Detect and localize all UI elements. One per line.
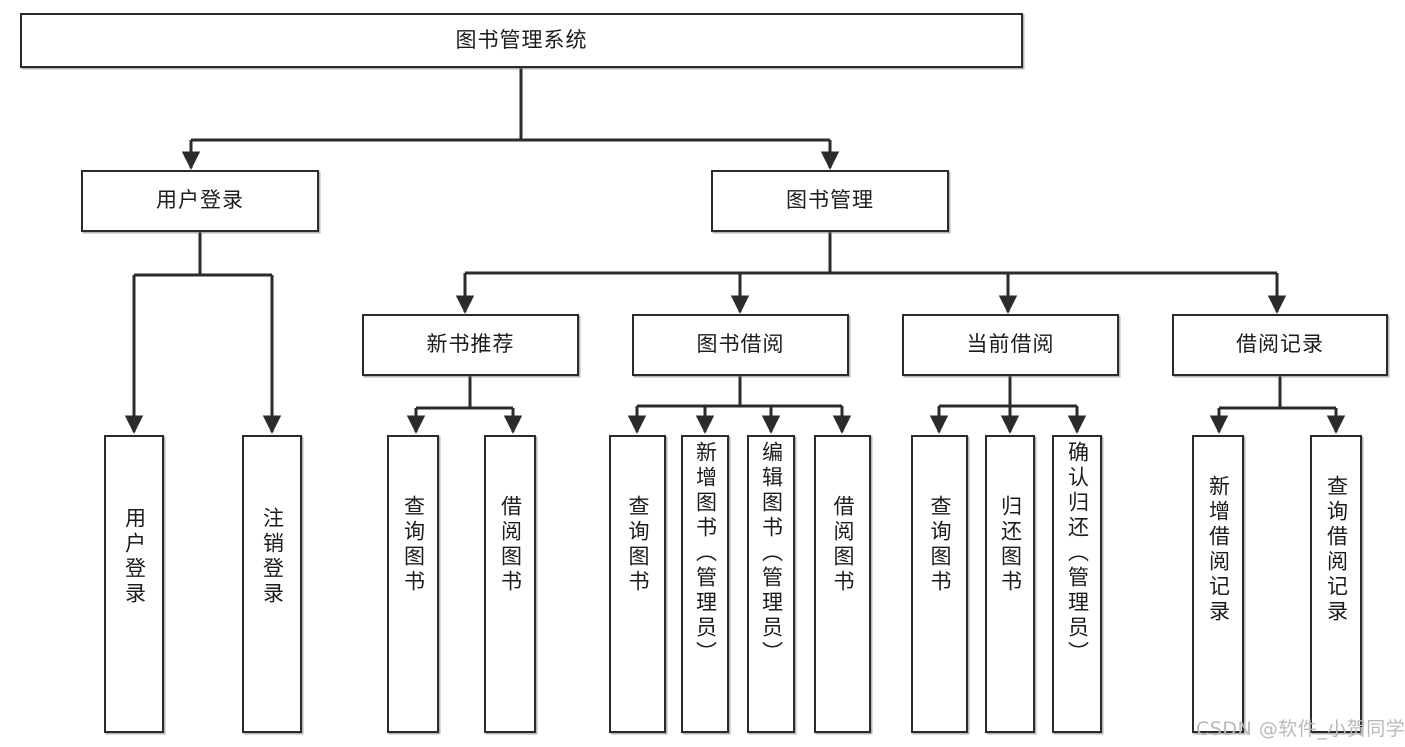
node-label: 借阅图书 [498,495,523,595]
node-leaf-borrow-book-1[interactable]: 借阅图书 [484,435,536,733]
node-label: 用户登录 [156,188,244,213]
node-label: 确认归还（管理员） [1065,441,1090,666]
node-label: 查询图书 [928,495,952,595]
node-system-root[interactable]: 图书管理系统 [20,13,1023,68]
node-label: 新书推荐 [426,332,515,357]
node-label: 查询图书 [626,495,650,595]
node-leaf-borrow-book-2[interactable]: 借阅图书 [814,435,871,733]
node-label: 当前借阅 [966,332,1055,357]
node-label: 借阅记录 [1236,332,1324,357]
node-label: 图书管理系统 [455,27,588,52]
node-user-login[interactable]: 用户登录 [81,170,319,232]
csdn-watermark: CSDN @软件_小贺同学 [1196,718,1405,740]
node-book-manage[interactable]: 图书管理 [711,170,949,232]
node-label: 归还图书 [998,495,1023,595]
node-leaf-add-book[interactable]: 新增图书（管理员） [681,435,729,733]
node-leaf-confirm-return[interactable]: 确认归还（管理员） [1052,435,1102,733]
node-label: 新增图书（管理员） [693,441,718,666]
node-current-borrow[interactable]: 当前借阅 [902,314,1119,376]
node-leaf-add-record[interactable]: 新增借阅记录 [1192,435,1244,733]
node-label: 新增借阅记录 [1206,475,1231,625]
node-label: 图书管理 [786,188,874,213]
node-leaf-edit-book[interactable]: 编辑图书（管理员） [747,435,795,733]
node-label: 用户登录 [122,507,147,607]
node-borrow-record[interactable]: 借阅记录 [1172,314,1388,376]
node-leaf-query-book-1[interactable]: 查询图书 [387,435,439,733]
node-leaf-return-book[interactable]: 归还图书 [985,435,1035,733]
node-label: 查询借阅记录 [1324,475,1349,625]
node-label: 注销登录 [260,507,285,607]
node-leaf-user-logout[interactable]: 注销登录 [242,435,302,733]
node-label: 查询图书 [401,495,426,595]
node-leaf-user-login[interactable]: 用户登录 [104,435,164,733]
node-leaf-query-book-2[interactable]: 查询图书 [609,435,666,733]
node-label: 编辑图书（管理员） [759,441,784,666]
node-label: 图书借阅 [696,332,785,357]
node-label: 借阅图书 [831,495,855,595]
node-new-book-recommend[interactable]: 新书推荐 [362,314,579,376]
node-book-borrow[interactable]: 图书借阅 [632,314,849,376]
node-leaf-query-record[interactable]: 查询借阅记录 [1310,435,1362,733]
node-leaf-query-book-3[interactable]: 查询图书 [911,435,968,733]
